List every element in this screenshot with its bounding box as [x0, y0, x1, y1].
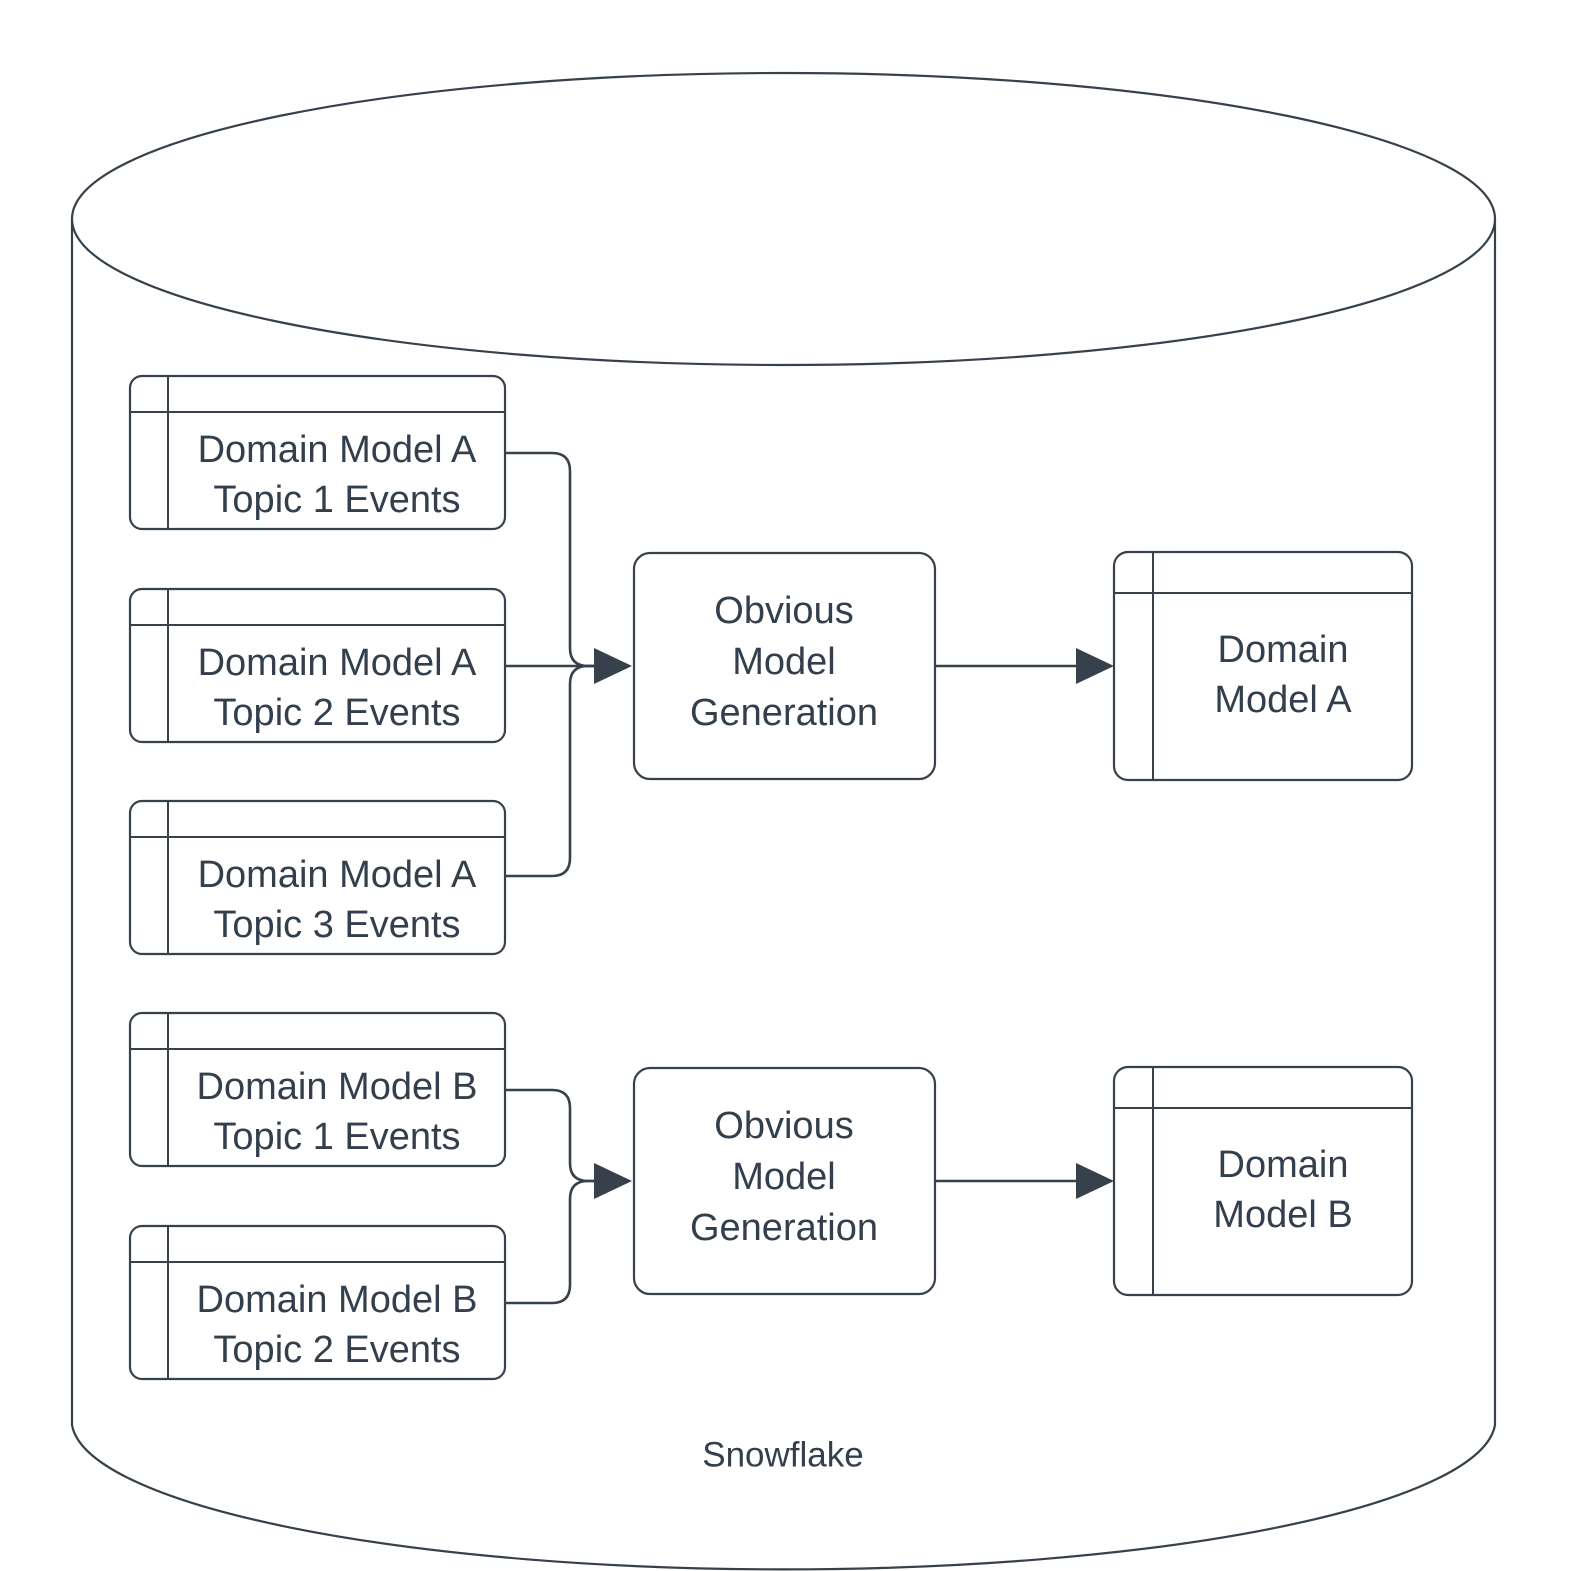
src-a1-frame — [128, 374, 507, 531]
src-a2-frame — [128, 587, 507, 744]
tgt-a-frame — [1112, 550, 1414, 782]
node-src-a3[interactable]: Domain Model A Topic 3 Events — [128, 799, 507, 956]
proc-b-label-line1: Obvious — [714, 1105, 853, 1147]
edges-group-b — [505, 1088, 1114, 1305]
src-b2-frame — [128, 1224, 507, 1381]
node-proc-b[interactable]: Obvious Model Generation — [632, 1066, 937, 1296]
src-a3-frame — [128, 799, 507, 956]
src-b1-frame — [128, 1011, 507, 1168]
src-a3-label-line2: Topic 3 Events — [213, 904, 460, 946]
src-b1-label-line1: Domain Model B — [197, 1066, 478, 1108]
edge-src-b2-to-proc-b — [505, 1179, 600, 1305]
edge-src-a3-to-proc-a — [505, 664, 600, 878]
tgt-a-label-line1: Domain — [1218, 629, 1349, 671]
src-a3-label-line1: Domain Model A — [198, 854, 477, 896]
tgt-b-frame — [1112, 1065, 1414, 1297]
edge-src-b1-to-proc-b — [505, 1088, 600, 1183]
src-b1-label-line2: Topic 1 Events — [213, 1116, 460, 1158]
arrowhead-tgt-a-in — [1076, 648, 1114, 684]
cylinder-top-ellipse — [70, 71, 1497, 367]
src-a2-label-line1: Domain Model A — [198, 642, 477, 684]
node-tgt-b[interactable]: Domain Model B — [1112, 1065, 1414, 1297]
node-src-b2[interactable]: Domain Model B Topic 2 Events — [128, 1224, 507, 1381]
tgt-b-label-line1: Domain — [1218, 1144, 1349, 1186]
tgt-b-label-line2: Model B — [1213, 1194, 1352, 1236]
proc-a-label-line2: Model — [732, 641, 836, 683]
node-tgt-a[interactable]: Domain Model A — [1112, 550, 1414, 782]
arrowhead-proc-a-in — [594, 648, 632, 684]
proc-a-frame — [632, 551, 937, 781]
arrowhead-tgt-b-in — [1076, 1163, 1114, 1199]
proc-b-label-line2: Model — [732, 1156, 836, 1198]
src-a2-label-line2: Topic 2 Events — [213, 692, 460, 734]
arrowhead-proc-b-in — [594, 1163, 632, 1199]
proc-a-label-line1: Obvious — [714, 590, 853, 632]
proc-a-label-line3: Generation — [690, 692, 878, 734]
node-src-b1[interactable]: Domain Model B Topic 1 Events — [128, 1011, 507, 1168]
tgt-a-label-line2: Model A — [1214, 679, 1352, 721]
src-b2-label-line2: Topic 2 Events — [213, 1329, 460, 1371]
edges-group-a — [505, 451, 1114, 878]
node-proc-a[interactable]: Obvious Model Generation — [632, 551, 937, 781]
node-src-a2[interactable]: Domain Model A Topic 2 Events — [128, 587, 507, 744]
src-a1-label-line1: Domain Model A — [198, 429, 477, 471]
proc-b-frame — [632, 1066, 937, 1296]
src-b2-label-line1: Domain Model B — [197, 1279, 478, 1321]
proc-b-label-line3: Generation — [690, 1207, 878, 1249]
node-src-a1[interactable]: Domain Model A Topic 1 Events — [128, 374, 507, 531]
src-a1-label-line2: Topic 1 Events — [213, 479, 460, 521]
snowflake-container-label: Snowflake — [702, 1435, 863, 1474]
